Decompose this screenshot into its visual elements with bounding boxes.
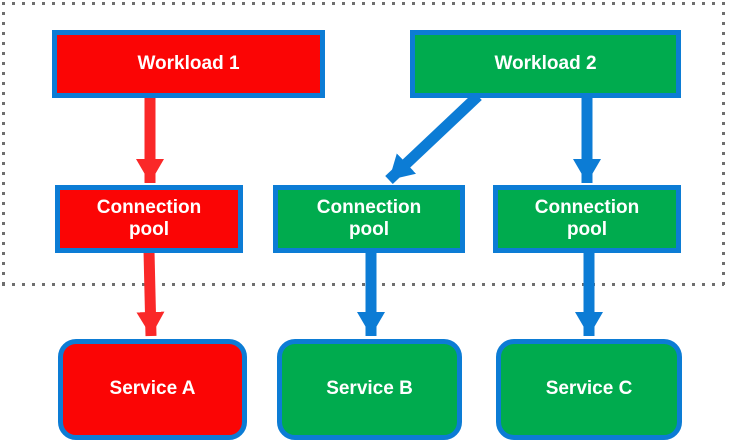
arrow-pool1-to-serviceA <box>136 250 165 337</box>
service-b-label: Service B <box>326 378 413 400</box>
service-a-label: Service A <box>109 378 196 400</box>
dotted-boundary-left <box>2 2 5 286</box>
dotted-boundary-top <box>2 2 724 5</box>
connection-pool-3-node: Connection pool <box>493 185 681 253</box>
workload-2-label: Workload 2 <box>494 52 597 74</box>
connection-pool-1-node: Connection pool <box>55 185 243 253</box>
workload-2-node: Workload 2 <box>410 30 681 98</box>
connection-pool-3-label: Connection pool <box>534 196 640 240</box>
service-c-node: Service C <box>496 339 682 440</box>
service-c-label: Service C <box>545 378 633 400</box>
service-b-node: Service B <box>277 339 462 440</box>
connection-pool-2-label: Connection pool <box>316 196 422 240</box>
workload-1-node: Workload 1 <box>52 30 325 98</box>
dotted-boundary-right <box>722 2 725 286</box>
connection-pool-2-node: Connection pool <box>273 185 465 253</box>
dotted-boundary-bottom <box>2 283 724 286</box>
arrow-workload2-to-pool2 <box>385 92 482 184</box>
connection-pool-1-label: Connection pool <box>96 196 202 240</box>
workload-1-label: Workload 1 <box>137 52 240 74</box>
service-a-node: Service A <box>58 339 247 440</box>
